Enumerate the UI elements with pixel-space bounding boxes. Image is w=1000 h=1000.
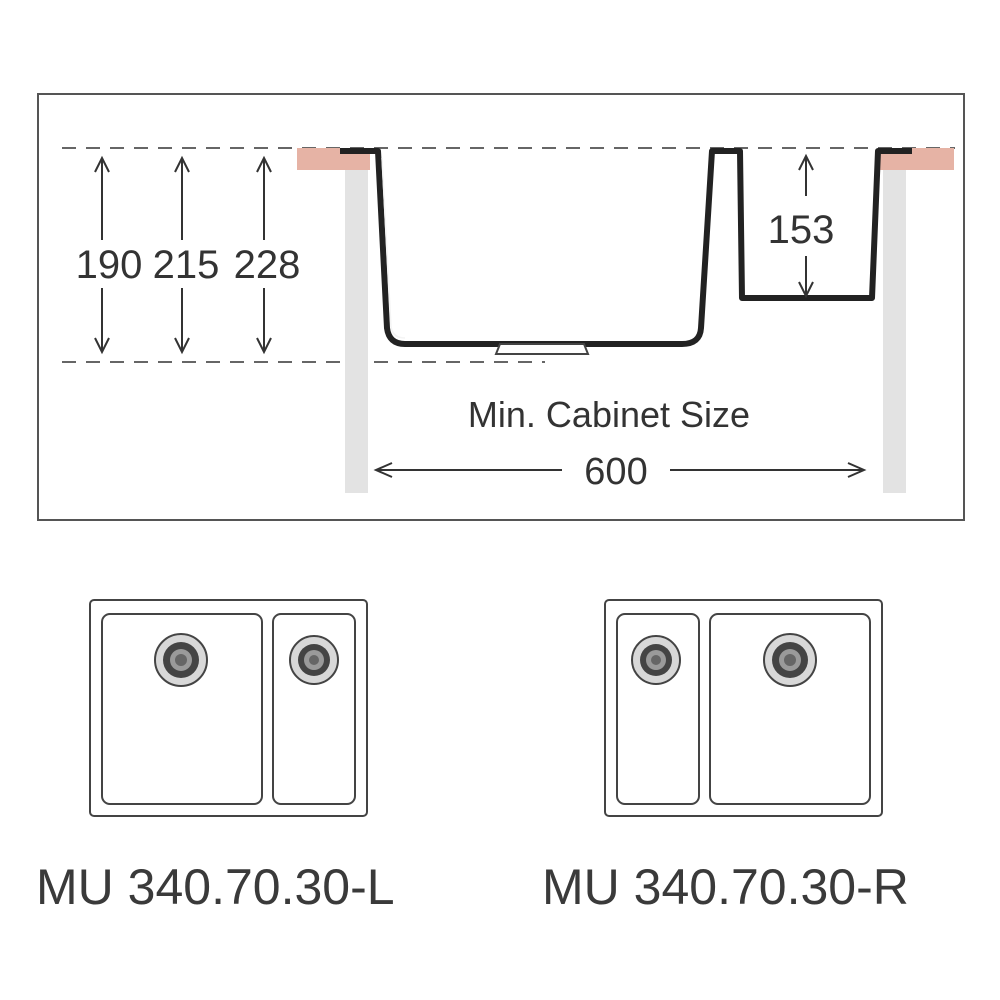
drain-large-icon: [763, 633, 817, 687]
drain-small-icon: [631, 635, 681, 685]
model-label-right: MU 340.70.30-R: [542, 859, 909, 915]
height-arrows: [94, 153, 867, 478]
cabinet-size-label: Min. Cabinet Size: [468, 394, 750, 435]
height-label-215: 215: [153, 243, 220, 287]
section-frame: [37, 93, 965, 521]
cabinet-side-right: [883, 168, 906, 493]
sink-plan-left-variant: [89, 599, 368, 817]
large-bowl: [101, 613, 263, 805]
model-label-left: MU 340.70.30-L: [36, 859, 395, 915]
depth-label-153: 153: [768, 208, 835, 252]
sink-profile: [340, 148, 912, 347]
drain-large-icon: [154, 633, 208, 687]
height-label-190: 190: [76, 243, 143, 287]
height-label-228: 228: [234, 243, 301, 287]
cabinet-width-label: 600: [584, 451, 647, 493]
large-bowl: [709, 613, 871, 805]
sink-plan-right-variant: [604, 599, 883, 817]
drain-fitting: [494, 343, 590, 355]
cabinet-side-left: [345, 168, 368, 493]
drain-small-icon: [289, 635, 339, 685]
sink-profile-highlight: [381, 157, 406, 339]
